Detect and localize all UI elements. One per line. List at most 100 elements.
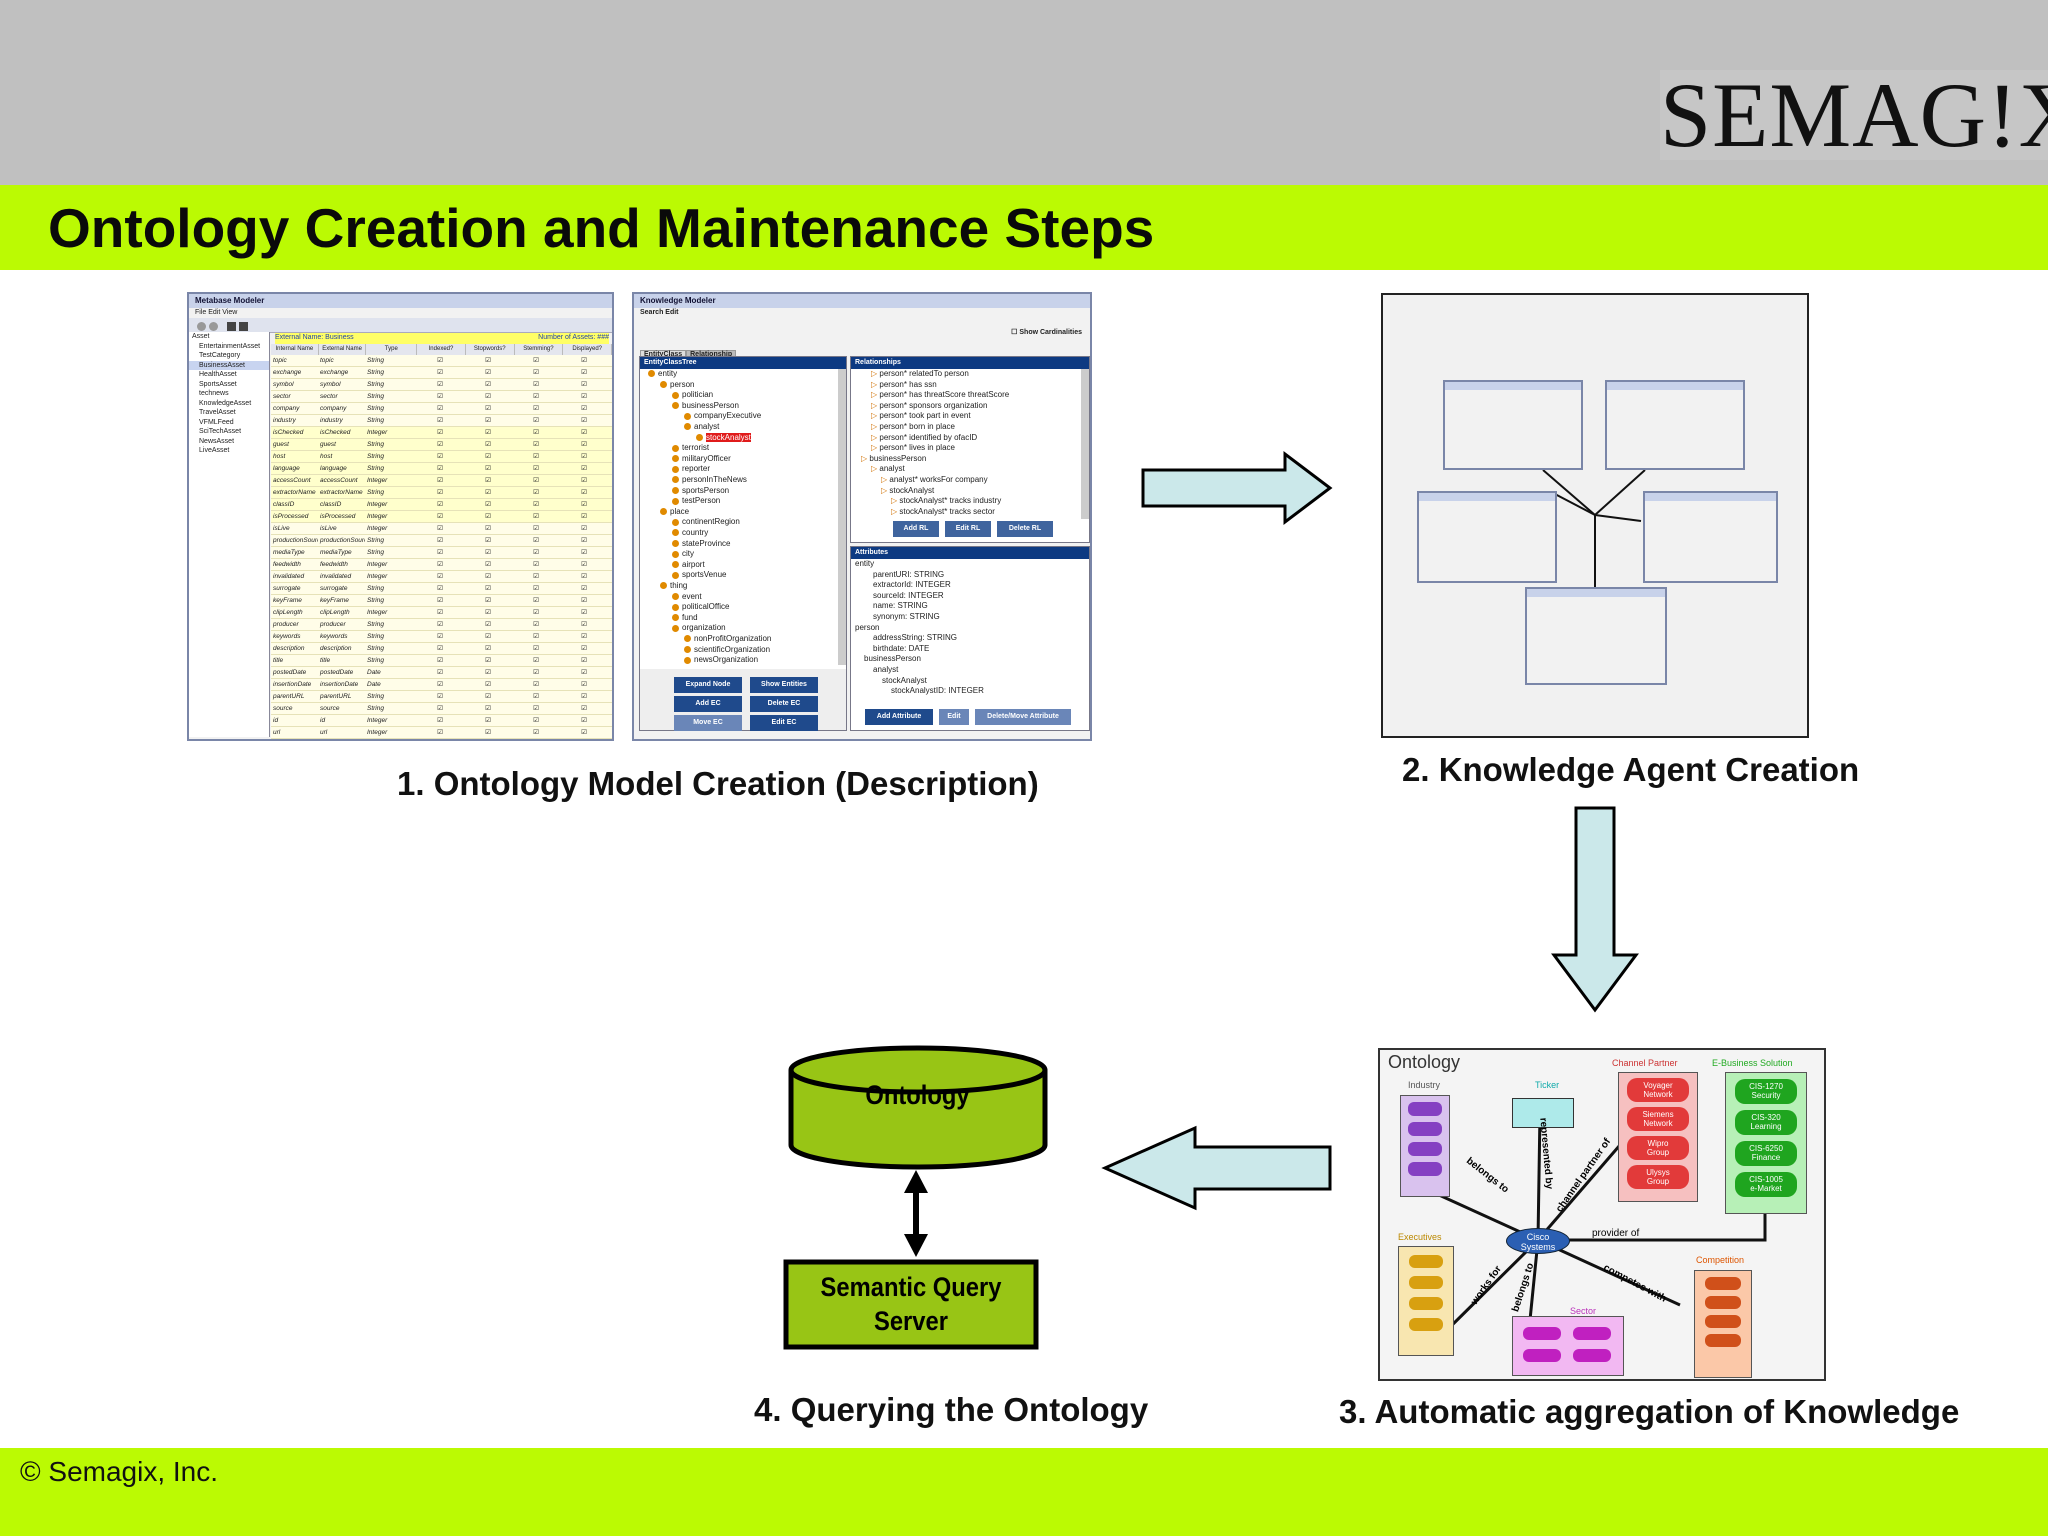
entity-tree-node[interactable]: sportsPerson — [672, 486, 729, 495]
checkbox[interactable]: ☑ — [437, 548, 443, 556]
entity-tree-node[interactable]: city — [672, 549, 694, 558]
entity-tree-node[interactable]: sportsVenue — [672, 570, 726, 579]
checkbox[interactable]: ☑ — [533, 572, 539, 580]
asset-tree-item[interactable]: Asset — [192, 333, 210, 340]
checkbox[interactable]: ☑ — [533, 464, 539, 472]
relationships-scrollbar[interactable] — [1081, 369, 1089, 519]
checkbox[interactable]: ☑ — [581, 692, 587, 700]
checkbox[interactable]: ☑ — [533, 548, 539, 556]
asset-tree-item[interactable]: HealthAsset — [199, 371, 237, 378]
asset-tree-item[interactable]: NewsAsset — [199, 437, 235, 445]
entity-tree-node[interactable]: place — [660, 507, 689, 516]
entity-tree-node[interactable]: continentRegion — [672, 517, 740, 526]
entity-tree-node[interactable]: thing — [660, 581, 687, 590]
checkbox[interactable]: ☑ — [437, 644, 443, 652]
checkbox[interactable]: ☑ — [533, 500, 539, 508]
relationship-item[interactable]: ▷ person* relatedTo person — [871, 369, 969, 378]
add-attribute-button[interactable]: Add Attribute — [865, 709, 933, 725]
checkbox[interactable]: ☑ — [581, 380, 587, 388]
checkbox[interactable]: ☑ — [437, 356, 443, 364]
checkbox[interactable]: ☑ — [581, 728, 587, 736]
checkbox[interactable]: ☑ — [533, 680, 539, 688]
edit-rl-button[interactable]: Edit RL — [945, 521, 991, 537]
checkbox[interactable]: ☑ — [533, 560, 539, 568]
entity-tree-node[interactable]: analyst — [684, 422, 719, 431]
checkbox[interactable]: ☑ — [581, 632, 587, 640]
move-ec-button[interactable]: Move EC — [674, 715, 742, 731]
checkbox[interactable]: ☑ — [533, 416, 539, 424]
entity-tree-node[interactable]: entity — [648, 369, 677, 378]
entity-tree-node[interactable]: event — [672, 592, 702, 601]
checkbox[interactable]: ☑ — [581, 716, 587, 724]
entity-tree-node[interactable]: terrorist — [672, 443, 709, 452]
attribute-item[interactable]: person — [855, 623, 879, 632]
checkbox[interactable]: ☑ — [533, 404, 539, 412]
checkbox[interactable]: ☑ — [581, 488, 587, 496]
checkbox[interactable]: ☑ — [533, 728, 539, 736]
attribute-item[interactable]: addressString: STRING — [873, 633, 957, 642]
checkbox[interactable]: ☑ — [437, 440, 443, 448]
checkbox[interactable]: ☑ — [485, 404, 491, 412]
entity-tree-node[interactable]: nonProfitOrganization — [684, 634, 771, 643]
checkbox[interactable]: ☑ — [437, 416, 443, 424]
checkbox[interactable]: ☑ — [533, 512, 539, 520]
checkbox[interactable]: ☑ — [437, 620, 443, 628]
checkbox[interactable]: ☑ — [485, 716, 491, 724]
entity-tree-node[interactable]: country — [672, 528, 708, 537]
entity-tree-node[interactable]: testPerson — [672, 496, 720, 505]
checkbox[interactable]: ☑ — [437, 452, 443, 460]
asset-tree-item[interactable]: KnowledgeAsset — [199, 399, 252, 407]
checkbox[interactable]: ☑ — [437, 572, 443, 580]
checkbox[interactable]: ☑ — [437, 392, 443, 400]
checkbox[interactable]: ☑ — [437, 692, 443, 700]
checkbox[interactable]: ☑ — [533, 356, 539, 364]
asset-tree-item[interactable]: TestCategory — [199, 352, 241, 359]
entity-tree-node[interactable]: airport — [672, 560, 705, 569]
checkbox[interactable]: ☑ — [533, 584, 539, 592]
checkbox[interactable]: ☑ — [581, 500, 587, 508]
entity-tree-node[interactable]: organization — [672, 623, 726, 632]
checkbox[interactable]: ☑ — [485, 428, 491, 436]
checkbox[interactable]: ☑ — [485, 632, 491, 640]
entity-tree-node[interactable]: companyExecutive — [684, 411, 761, 420]
checkbox[interactable]: ☑ — [533, 692, 539, 700]
asset-tree-item[interactable]: BusinessAsset — [189, 360, 269, 370]
checkbox[interactable]: ☑ — [485, 368, 491, 376]
relationship-item[interactable]: ▷ businessPerson — [861, 454, 926, 463]
entity-tree-node[interactable]: stateProvince — [672, 539, 730, 548]
entity-tree-node[interactable]: person — [660, 380, 694, 389]
checkbox[interactable]: ☑ — [437, 704, 443, 712]
edit-attribute-button[interactable]: Edit — [939, 709, 969, 725]
checkbox[interactable]: ☑ — [485, 572, 491, 580]
checkbox[interactable]: ☑ — [533, 368, 539, 376]
checkbox[interactable]: ☑ — [485, 536, 491, 544]
checkbox[interactable]: ☑ — [533, 428, 539, 436]
checkbox[interactable]: ☑ — [437, 524, 443, 532]
checkbox[interactable]: ☑ — [581, 680, 587, 688]
checkbox[interactable]: ☑ — [581, 536, 587, 544]
checkbox[interactable]: ☑ — [485, 584, 491, 592]
entity-tree-node[interactable]: fund — [672, 613, 698, 622]
checkbox[interactable]: ☑ — [485, 512, 491, 520]
column-header[interactable]: Stopwords? — [466, 344, 515, 355]
checkbox[interactable]: ☑ — [533, 608, 539, 616]
checkbox[interactable]: ☑ — [485, 704, 491, 712]
entity-tree-node[interactable]: stockAnalyst — [696, 432, 751, 442]
checkbox[interactable]: ☑ — [533, 440, 539, 448]
relationship-item[interactable]: ▷ person* has ssn — [871, 380, 937, 389]
